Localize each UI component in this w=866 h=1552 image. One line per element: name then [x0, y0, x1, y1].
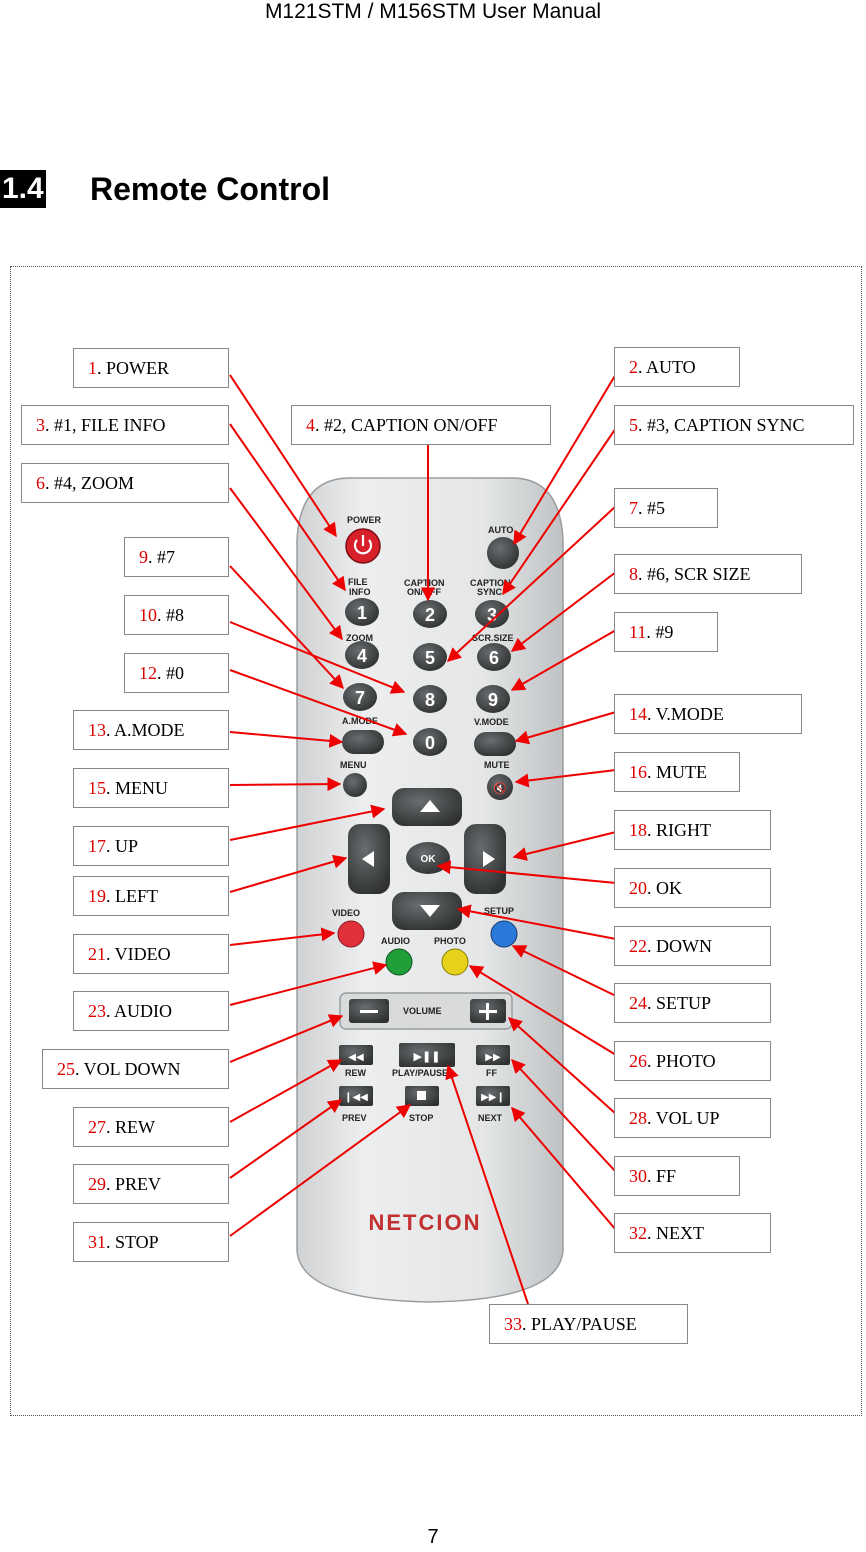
callout-label: 14. V.MODE — [614, 694, 802, 734]
svg-text:FF: FF — [486, 1068, 497, 1078]
callout-label: 29. PREV — [73, 1164, 229, 1204]
svg-text:CAPTION: CAPTION — [470, 578, 511, 588]
callout-label: 33. PLAY/PAUSE — [489, 1304, 688, 1344]
svg-text:REW: REW — [345, 1068, 367, 1078]
svg-text:PLAY/PAUSE: PLAY/PAUSE — [392, 1068, 448, 1078]
svg-text:▶▶: ▶▶ — [485, 1052, 501, 1063]
callout-label: 4. #2, CAPTION ON/OFF — [291, 405, 551, 445]
callout-label: 7. #5 — [614, 488, 718, 528]
callout-label: 27. REW — [73, 1107, 229, 1147]
callout-label: 21. VIDEO — [73, 934, 229, 974]
svg-text:0: 0 — [425, 733, 435, 753]
power-icon — [353, 539, 373, 555]
callout-label: 1. POWER — [73, 348, 229, 388]
callout-label: 24. SETUP — [614, 983, 771, 1023]
auto-text: AUTO — [488, 525, 513, 535]
power-text: POWER — [347, 515, 382, 525]
callout-label: 32. NEXT — [614, 1213, 771, 1253]
callout-label: 22. DOWN — [614, 926, 771, 966]
audio-button — [385, 948, 413, 976]
callout-label: 28. VOL UP — [614, 1098, 771, 1138]
svg-text:FILE: FILE — [348, 577, 368, 587]
svg-text:INFO: INFO — [349, 587, 371, 597]
svg-text:3: 3 — [487, 605, 497, 625]
section-title: Remote Control — [90, 171, 330, 207]
svg-text:MENU: MENU — [340, 760, 367, 770]
svg-text:SCR.SIZE: SCR.SIZE — [472, 633, 514, 643]
svg-text:ZOOM: ZOOM — [346, 633, 373, 643]
svg-text:6: 6 — [489, 648, 499, 668]
svg-text:5: 5 — [425, 648, 435, 668]
svg-text:PHOTO: PHOTO — [434, 936, 466, 946]
svg-text:2: 2 — [425, 605, 435, 625]
svg-text:8: 8 — [425, 690, 435, 710]
callout-label: 5. #3, CAPTION SYNC — [614, 405, 854, 445]
callout-label: 26. PHOTO — [614, 1041, 771, 1081]
svg-text:4: 4 — [357, 646, 367, 666]
svg-text:▶▶❙: ▶▶❙ — [481, 1092, 505, 1103]
svg-text:NEXT: NEXT — [478, 1113, 503, 1123]
setup-button — [490, 920, 518, 948]
callout-label: 3. #1, FILE INFO — [21, 405, 229, 445]
callout-label: 12. #0 — [124, 653, 229, 693]
svg-text:MUTE: MUTE — [484, 760, 510, 770]
section-number: 1.4 — [0, 170, 46, 208]
svg-text:▶❚❚: ▶❚❚ — [414, 1050, 441, 1063]
svg-text:A.MODE: A.MODE — [342, 716, 378, 726]
video-button — [337, 920, 365, 948]
callout-label: 31. STOP — [73, 1222, 229, 1262]
svg-text:PREV: PREV — [342, 1113, 367, 1123]
svg-text:CAPTION: CAPTION — [404, 578, 445, 588]
svg-text:❙◀◀: ❙◀◀ — [344, 1092, 368, 1103]
callout-label: 13. A.MODE — [73, 710, 229, 750]
svg-text:◀◀: ◀◀ — [348, 1052, 364, 1063]
callout-arrows — [229, 373, 617, 1305]
callout-label: 17. UP — [73, 826, 229, 866]
callout-label: 19. LEFT — [73, 876, 229, 916]
auto-button — [487, 537, 519, 569]
svg-text:7: 7 — [355, 688, 365, 708]
callout-label: 11. #9 — [614, 612, 718, 652]
svg-text:OK: OK — [421, 854, 437, 865]
page-number: 7 — [427, 1526, 439, 1548]
callout-label: 2. AUTO — [614, 347, 740, 387]
callout-label: 8. #6, SCR SIZE — [614, 554, 802, 594]
photo-button — [441, 948, 469, 976]
svg-text:VIDEO: VIDEO — [332, 908, 360, 918]
svg-text:VOLUME: VOLUME — [403, 1006, 442, 1016]
svg-text:SYNC: SYNC — [477, 587, 503, 597]
rew-button — [339, 1045, 373, 1065]
callout-label: 6. #4, ZOOM — [21, 463, 229, 503]
ff-button — [476, 1045, 510, 1065]
callout-label: 20. OK — [614, 868, 771, 908]
callout-label: 23. AUDIO — [73, 991, 229, 1031]
callout-label: 9. #7 — [124, 537, 229, 577]
svg-text:V.MODE: V.MODE — [474, 717, 509, 727]
menu-button — [343, 773, 367, 797]
next-button — [476, 1086, 510, 1106]
svg-text:ON/OFF: ON/OFF — [407, 587, 441, 597]
figure-frame — [10, 266, 862, 1416]
svg-text:STOP: STOP — [409, 1113, 433, 1123]
play-pause-button — [399, 1043, 455, 1067]
digit-buttons: 1 2 3 ZOOM SCR.SIZE 4 5 6 7 8 9 A.MODE V… — [342, 598, 516, 756]
svg-text:SETUP: SETUP — [484, 906, 514, 916]
callout-label: 18. RIGHT — [614, 810, 771, 850]
page-header: M121STM / M156STM User Manual — [264, 0, 602, 23]
callout-label: 10. #8 — [124, 595, 229, 635]
mute-button — [487, 774, 513, 800]
svg-text:9: 9 — [488, 690, 498, 710]
prev-button — [339, 1086, 373, 1106]
callout-label: 16. MUTE — [614, 752, 740, 792]
brand-logo: NETCION — [369, 1210, 482, 1235]
callout-label: 25. VOL DOWN — [42, 1049, 229, 1089]
svg-text:AUDIO: AUDIO — [381, 936, 410, 946]
mute-icon: 🔇 — [493, 782, 507, 795]
callout-label: 15. MENU — [73, 768, 229, 808]
svg-text:1: 1 — [357, 603, 367, 623]
callout-label: 30. FF — [614, 1156, 740, 1196]
